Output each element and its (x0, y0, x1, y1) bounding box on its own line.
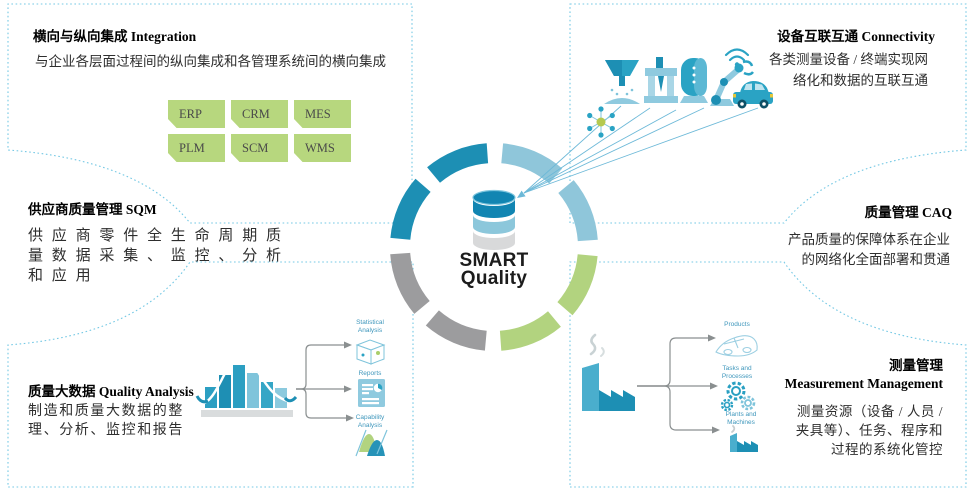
connectivity-arrowhead (517, 190, 526, 198)
gears-icon (720, 381, 756, 412)
ring-segment-dark-2 (427, 143, 489, 183)
ring-segment-light-1 (501, 143, 563, 184)
quality-analysis-title: 质量大数据 Quality Analysis (28, 384, 194, 399)
tag-scm: SCM (231, 134, 288, 162)
caq-title: 质量管理 CAQ (864, 205, 952, 220)
report-icon (358, 379, 385, 407)
tag-mes: MES (294, 100, 351, 128)
sqm-body-line: 量数据采集、监控、分析 (28, 248, 290, 264)
caq-body: 产品质量的保障体系在企业 的网络化全面部署和贯通 (788, 230, 950, 270)
histogram-icon (195, 358, 298, 417)
quality-analysis-body-line: 理、分析、监控和报告 (28, 423, 184, 438)
database-icon (472, 189, 516, 250)
dotted-panel-top-right (569, 3, 967, 224)
connectivity-body-line: 各类测量设备 / 终端实现网 (768, 52, 928, 67)
flow-label-capability-analysis: Capability Analysis (355, 414, 385, 429)
measurement-body-line: 夹具等）、任务、程序和 (795, 423, 943, 438)
ring-segment-green-1 (557, 254, 598, 316)
flow-label-products: Products (724, 321, 750, 328)
connectivity-title: 设备互联互通 Connectivity (777, 29, 935, 44)
tag-plm: PLM (168, 134, 225, 162)
smart-quality-label: SMART Quality (434, 250, 554, 289)
measurement-flow-arrowheads (708, 334, 720, 434)
connectivity-body-line: 络化和数据的互联互通 (793, 73, 928, 88)
tag-erp: ERP (168, 100, 225, 128)
ring-segment-gray-1 (425, 310, 487, 351)
quality-analysis-body: 制造和质量大数据的整 理、分析、监控和报告 (28, 402, 184, 440)
dotted-panel-top-left (7, 3, 413, 224)
sqm-body: 供应商零件全生命周期质 量数据采集、监控、分析 和应用 (28, 226, 290, 286)
small-factory-icon (730, 425, 758, 452)
ring-segment-gray-2 (390, 252, 430, 314)
dotted-panel-bottom-left (7, 261, 414, 488)
flow-label-statistical-analysis: Statistical Analysis (356, 319, 384, 334)
network-node-icon (587, 106, 615, 138)
dotted-panels (7, 3, 967, 488)
robot-arm-icon (710, 60, 754, 106)
caq-body-line: 的网络化全面部署和贯通 (801, 252, 951, 267)
cube-icon (355, 339, 386, 365)
flow-label-reports: Reports (358, 370, 382, 377)
connectivity-lines (523, 105, 759, 194)
handheld-scanner-icon (680, 58, 708, 103)
ring-segment-dark-1 (390, 178, 431, 240)
sqm-body-line: 供应商零件全生命周期质 (28, 228, 290, 244)
quality-analysis-body-line: 制造和质量大数据的整 (28, 404, 184, 419)
measurement-body-line: 测量资源（设备 / 人员 / (796, 404, 943, 419)
tag-crm: CRM (231, 100, 288, 128)
sqm-title: 供应商质量管理 SQM (28, 202, 157, 217)
ring-segment-green-2 (499, 311, 561, 351)
tag-wms: WMS (294, 134, 351, 162)
wireframe-car-icon (715, 335, 758, 357)
smart-quality-label-line2: Quality (460, 267, 528, 289)
measurement-body-line: 过程的系统化管控 (831, 442, 943, 457)
dotted-panel-bottom-right (569, 261, 967, 488)
wifi-icon (724, 48, 750, 67)
smart-quality-label-line1: SMART (459, 250, 529, 271)
quality-analysis-flow-arrowheads (344, 341, 354, 422)
connectivity-body: 各类测量设备 / 终端实现网 络化和数据的互联互通 (769, 49, 928, 91)
measurement-title: 测量管理 Measurement Management (785, 357, 943, 393)
measurement-flow-arrows (637, 337, 712, 431)
integration-body: 与企业各层面过程间的纵向集成和各管理系统间的横向集成 (35, 54, 386, 69)
flow-label-tasks-and-processes: Tasks and Processes (721, 365, 753, 380)
smart-quality-ring (390, 143, 598, 351)
quality-analysis-flow-arrows (296, 344, 346, 419)
sqm-body-line: 和应用 (28, 268, 100, 284)
capability-chart-icon (355, 429, 388, 457)
ring-segment-light-2 (558, 180, 598, 242)
laser-scanner-icon (604, 60, 640, 104)
integration-title: 横向与纵向集成 Integration (33, 29, 197, 44)
measurement-body: 测量资源（设备 / 人员 / 夹具等）、任务、程序和 过程的系统化管控 (796, 402, 943, 459)
cmm-machine-icon (644, 57, 678, 103)
factory-icon (582, 333, 635, 411)
flow-label-plants-and-machines: Plants and Machines (725, 411, 757, 426)
car-icon (733, 81, 773, 109)
measurement-title-cn: 测量管理 (889, 358, 943, 373)
measurement-title-en: Measurement Management (784, 376, 943, 391)
caq-body-line: 产品质量的保障体系在企业 (788, 232, 950, 247)
